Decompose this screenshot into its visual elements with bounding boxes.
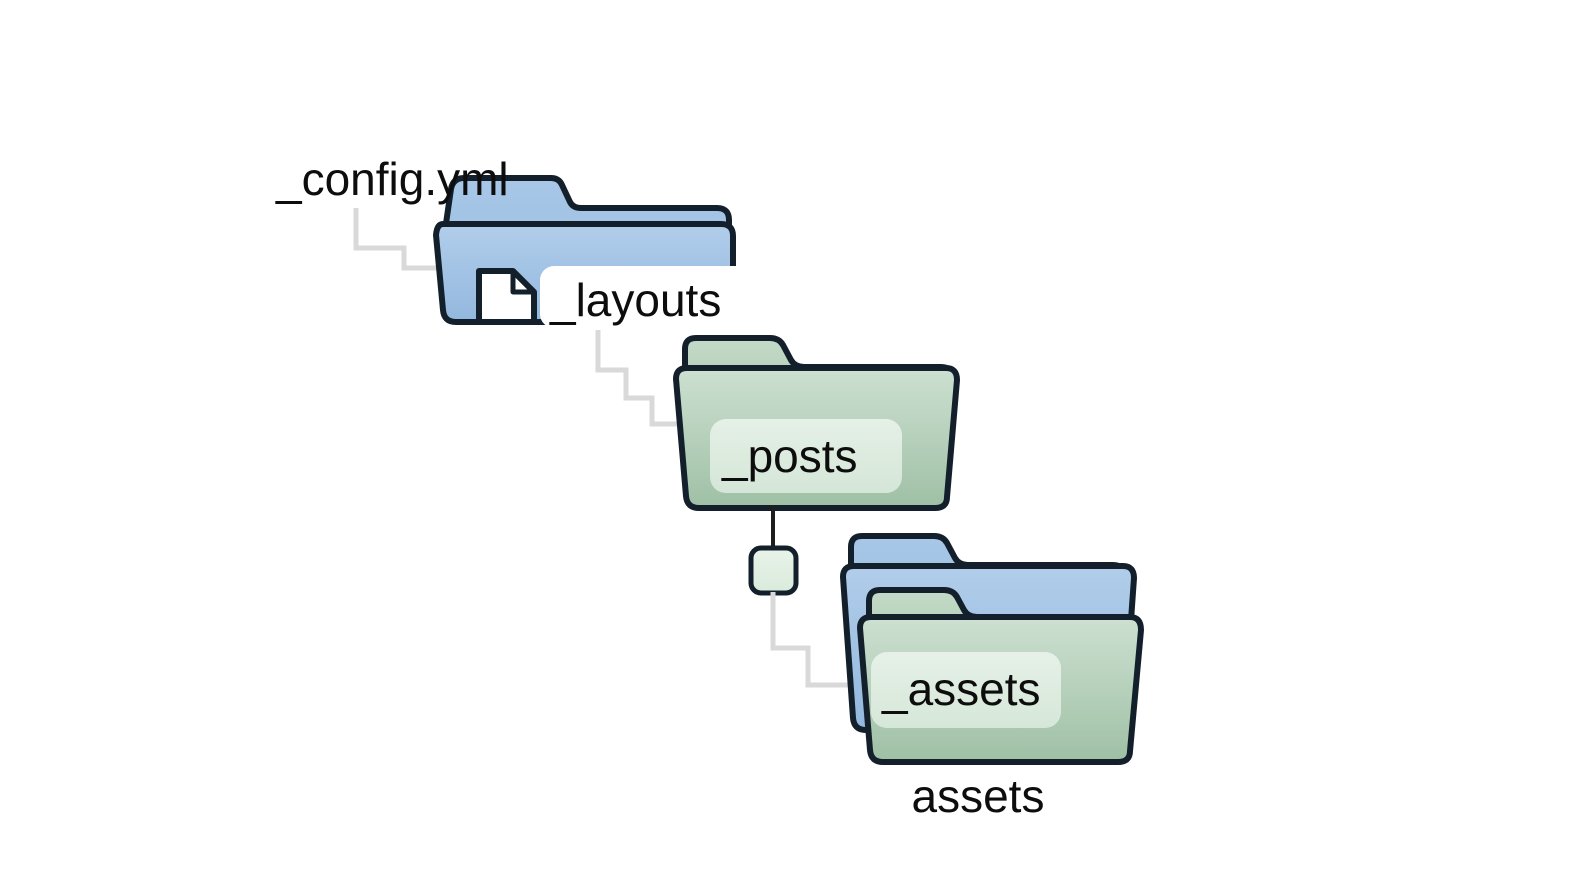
layouts-label-plate: [540, 266, 800, 328]
node-label-config-yml: _config.yml: [275, 153, 509, 205]
junction-square-icon[interactable]: [748, 545, 799, 596]
assets-label-chip: [871, 652, 1061, 728]
connector-layouts-to-posts: [595, 330, 690, 427]
folder-assets-front-green[interactable]: _assets: [857, 587, 1144, 765]
document-icon: [476, 268, 537, 325]
posts-label-chip: [710, 419, 902, 493]
connector-junction-to-assets: [770, 592, 880, 688]
node-label-posts: _posts: [721, 430, 858, 482]
node-label-layouts: _layouts: [549, 274, 721, 326]
node-label-assets-caption: assets: [912, 770, 1045, 822]
node-label-assets-inner: _assets: [881, 663, 1041, 715]
folder-posts[interactable]: _posts: [673, 335, 960, 511]
